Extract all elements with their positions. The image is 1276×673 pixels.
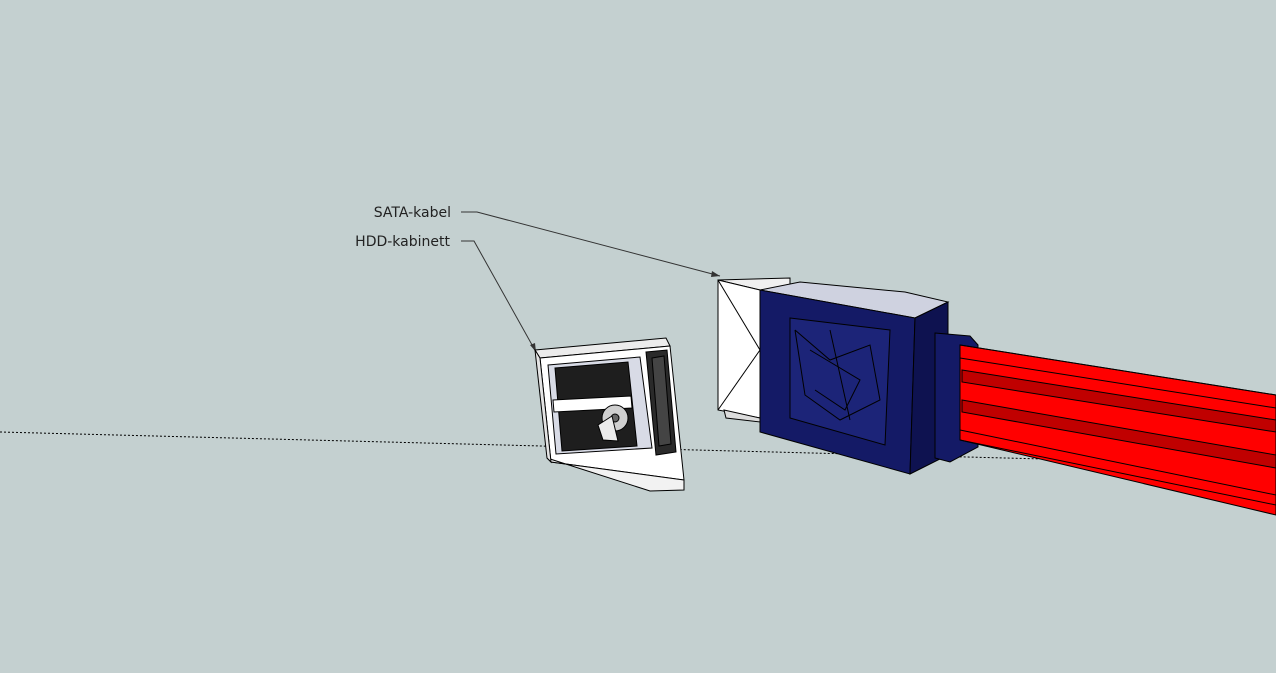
aluminium-profile-model[interactable] [959, 344, 1276, 516]
sata-cable-adapter-model[interactable] [717, 277, 791, 423]
sata-cable-label[interactable]: SATA-kabel [373, 205, 451, 221]
hdd-enclosure-label[interactable]: HDD-kabinett [355, 234, 450, 250]
horizon-line [0, 431, 1276, 466]
sata-leader-line [461, 211, 721, 277]
hdd-enclosure-model[interactable] [534, 337, 685, 492]
hdd-leader-line [461, 240, 537, 353]
sata-cable-connector-model[interactable] [759, 281, 979, 475]
